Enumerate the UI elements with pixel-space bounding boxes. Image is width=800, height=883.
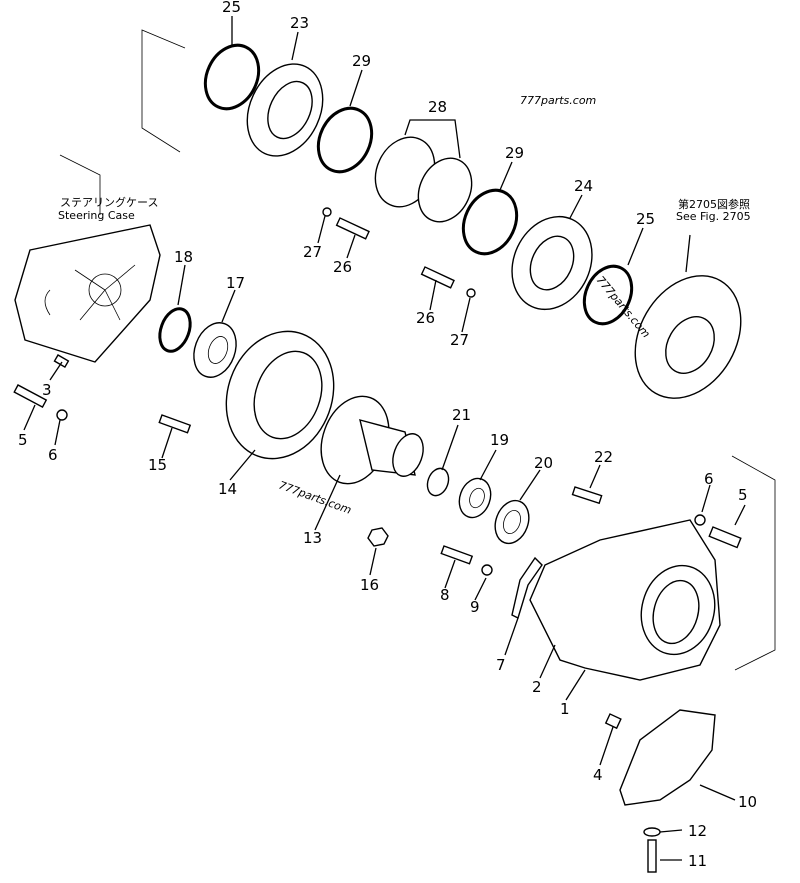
label-14: 14 [218,480,237,498]
bolt-5-right [708,526,742,549]
washer-9 [481,564,493,576]
label-16: 16 [360,576,379,594]
label-1: 1 [560,700,570,718]
label-5-right: 5 [738,486,748,504]
bearing-cage-24 [511,215,593,311]
watermark-middle: 777parts.com [277,479,353,517]
leader-lines [23,16,746,861]
watermark-right: 777parts.com [594,274,653,341]
washer-27-top [322,207,332,217]
bolt-15 [158,414,192,434]
washer-12 [643,827,661,837]
bolt-22 [571,486,603,505]
label-25-right: 25 [636,210,655,228]
ring-28-b [417,157,473,223]
o-ring-29-top [316,106,374,174]
label-6-right: 6 [704,470,714,488]
label-13: 13 [303,529,322,547]
ring-gear-14 [225,330,335,460]
label-10: 10 [738,793,757,811]
o-ring-25-right [582,264,634,326]
bolt-26-right [420,266,455,289]
label-22: 22 [594,448,613,466]
bearing-19 [458,477,492,519]
snap-ring-18 [158,307,192,353]
steering-case-note-en: Steering Case [58,209,135,222]
guard-10 [619,709,716,806]
label-3: 3 [42,381,52,399]
bearing-17 [193,322,237,378]
label-29-top: 29 [352,52,371,70]
label-29-lower: 29 [505,144,524,162]
steering-case-note-jp: ステアリングケース [60,195,158,209]
pin-3 [53,354,70,369]
plug-4 [604,713,622,730]
retainer-20 [494,499,530,545]
label-28: 28 [428,98,447,116]
label-2: 2 [532,678,542,696]
label-11: 11 [688,852,707,870]
washer-6-left [56,409,68,421]
washer-6-right [694,514,706,526]
frame-lines [59,29,776,671]
label-26-right: 26 [416,309,435,327]
hub-housing [634,275,742,399]
label-8: 8 [440,586,450,604]
washer-27-right [466,288,476,298]
label-27-top: 27 [303,243,322,261]
label-25-top: 25 [222,0,241,16]
part-labels: 25 23 29 28 29 24 25 27 26 26 27 18 17 3… [18,0,757,870]
label-23: 23 [290,14,309,32]
label-7: 7 [496,656,506,674]
watermark-top: 777parts.com [520,94,596,107]
final-drive-case-1 [529,519,721,681]
bearing-23 [246,63,324,157]
o-ring-25-top [203,43,261,111]
see-fig-note-en: See Fig. 2705 [676,210,751,223]
steering-case-plate [14,224,161,363]
label-9: 9 [470,598,480,616]
bolt-26-top [335,217,370,240]
o-ring-29-lower [461,188,519,256]
label-6-left: 6 [48,446,58,464]
label-5-left: 5 [18,431,28,449]
spacer-21 [426,467,450,497]
label-15: 15 [148,456,167,474]
label-18: 18 [174,248,193,266]
label-20: 20 [534,454,553,472]
bolt-11 [647,839,657,873]
label-21: 21 [452,406,471,424]
label-27-right: 27 [450,331,469,349]
label-12: 12 [688,822,707,840]
label-4: 4 [593,766,603,784]
bolt-5-left [13,384,48,409]
label-26-top: 26 [333,258,352,276]
label-19: 19 [490,431,509,449]
see-fig-note-jp: 第2705図参照 [678,197,750,211]
label-24: 24 [574,177,593,195]
label-17: 17 [226,274,245,292]
carrier-13 [320,395,424,485]
nut-16 [367,527,389,547]
bolt-8 [440,545,474,565]
reference-notes: ステアリングケース Steering Case 第2705図参照 See Fig… [58,195,751,223]
